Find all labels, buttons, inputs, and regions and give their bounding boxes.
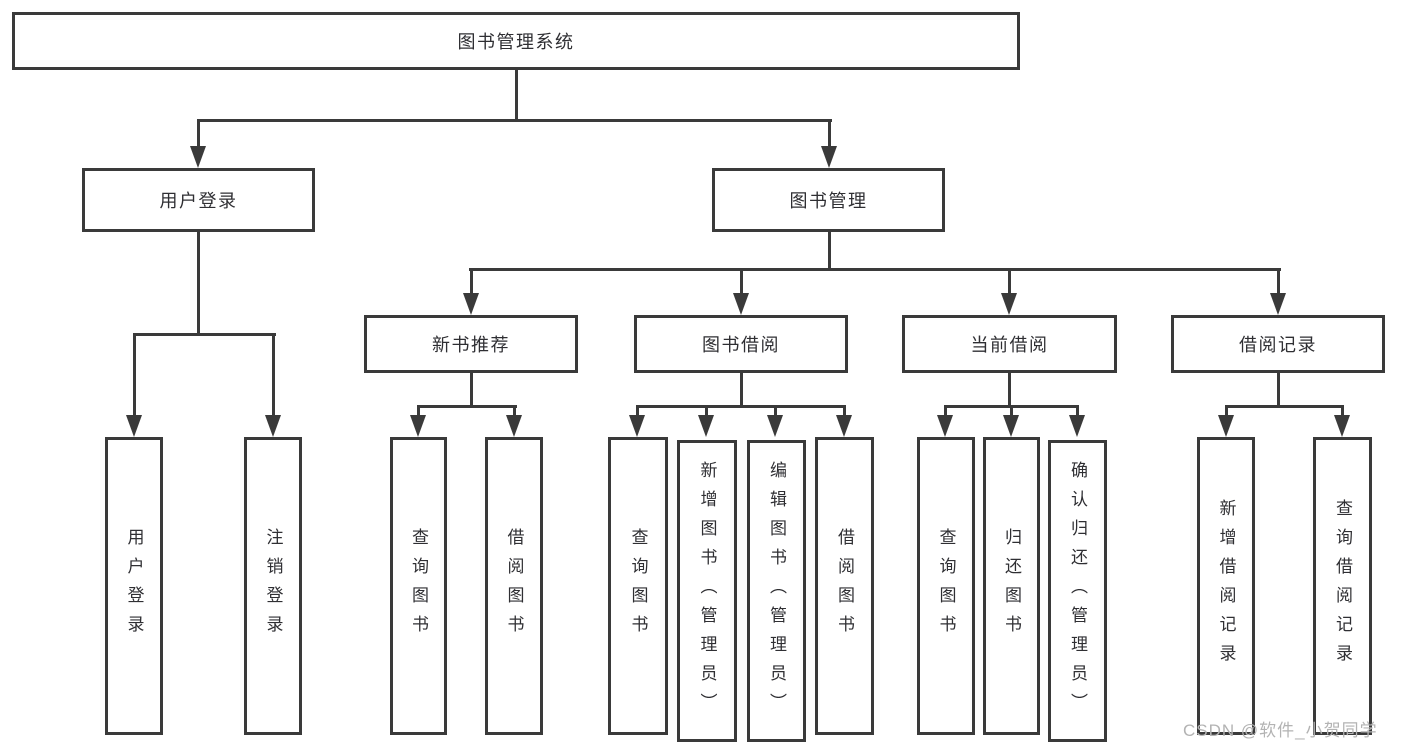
connector-borrow-drop — [740, 373, 743, 408]
leaf-rec-borrow-books-label: 借阅图书 — [504, 528, 524, 644]
connector-level1-branch — [197, 119, 832, 122]
connector-rec-branch — [417, 405, 517, 408]
arrowhead-down-icon — [767, 415, 783, 437]
connector-root-drop — [515, 70, 518, 121]
connector-drop-bor-add — [705, 405, 708, 419]
leaf-rc-query-record-label: 查询借阅记录 — [1333, 499, 1352, 673]
node-current-borrow-label: 当前借阅 — [970, 335, 1049, 355]
arrowhead-down-icon — [1001, 293, 1017, 315]
leaf-bor-borrow-books-label: 借阅图书 — [835, 528, 854, 644]
connector-drop-leaf-logout — [272, 333, 275, 419]
leaf-cur-return-books-label: 归还图书 — [1002, 528, 1021, 644]
node-root-label: 图书管理系统 — [457, 32, 575, 52]
connector-drop-bor-edit — [774, 405, 777, 419]
arrowhead-down-icon — [1069, 415, 1085, 437]
arrowhead-down-icon — [1270, 293, 1286, 315]
leaf-cur-query-books-label: 查询图书 — [936, 528, 956, 644]
leaf-logout-label: 注销登录 — [263, 528, 283, 644]
node-current-borrow: 当前借阅 — [902, 315, 1117, 373]
connector-login-drop — [197, 232, 200, 336]
connector-drop-current — [1008, 268, 1011, 296]
watermark: CSDN @软件_小贺同学 — [1183, 721, 1378, 740]
connector-drop-cur-confirm — [1076, 405, 1079, 419]
arrowhead-down-icon — [410, 415, 426, 437]
leaf-rec-query-books: 查询图书 — [390, 437, 447, 735]
connector-borrow-branch — [636, 405, 846, 408]
arrowhead-down-icon — [126, 415, 142, 437]
arrowhead-down-icon — [836, 415, 852, 437]
arrowhead-down-icon — [629, 415, 645, 437]
arrowhead-down-icon — [1334, 415, 1350, 437]
connector-current-drop — [1008, 373, 1011, 408]
arrowhead-down-icon — [733, 293, 749, 315]
connector-drop-cur-query — [944, 405, 947, 419]
connector-drop-rec-query — [417, 405, 420, 419]
arrowhead-down-icon — [190, 146, 206, 168]
leaf-cur-confirm-return-admin-label: 确认归还（管理员） — [1068, 460, 1087, 722]
node-root: 图书管理系统 — [12, 12, 1020, 70]
node-new-book-recommend: 新书推荐 — [364, 315, 578, 373]
arrowhead-down-icon — [1218, 415, 1234, 437]
connector-drop-leaf-user-login — [133, 333, 136, 419]
connector-drop-mgmt — [828, 119, 831, 150]
connector-records-drop — [1277, 373, 1280, 408]
connector-drop-bor-borrow — [843, 405, 846, 419]
leaf-bor-add-books-admin: 新增图书（管理员） — [677, 440, 737, 742]
node-user-login-branch-label: 用户登录 — [159, 191, 238, 211]
arrowhead-down-icon — [506, 415, 522, 437]
connector-rec-drop — [470, 373, 473, 408]
node-book-borrow: 图书借阅 — [634, 315, 848, 373]
arrowhead-down-icon — [265, 415, 281, 437]
leaf-rec-borrow-books: 借阅图书 — [485, 437, 543, 735]
connector-drop-bor-query — [636, 405, 639, 419]
node-book-management-label: 图书管理 — [789, 191, 868, 211]
leaf-cur-return-books: 归还图书 — [983, 437, 1040, 735]
node-book-management: 图书管理 — [712, 168, 945, 232]
node-new-book-recommend-label: 新书推荐 — [432, 335, 510, 355]
connector-drop-rc-query — [1341, 405, 1344, 419]
arrowhead-down-icon — [698, 415, 714, 437]
connector-drop-cur-return — [1010, 405, 1013, 419]
arrowhead-down-icon — [1003, 415, 1019, 437]
leaf-user-login: 用户登录 — [105, 437, 163, 735]
leaf-bor-edit-books-admin-label: 编辑图书（管理员） — [767, 460, 786, 722]
leaf-rec-query-books-label: 查询图书 — [409, 528, 428, 644]
node-user-login-branch: 用户登录 — [82, 168, 315, 232]
node-borrow-records-label: 借阅记录 — [1239, 335, 1317, 355]
leaf-rc-query-record: 查询借阅记录 — [1313, 437, 1372, 735]
leaf-bor-query-books-label: 查询图书 — [628, 528, 648, 644]
connector-login-branch — [133, 333, 276, 336]
leaf-user-login-label: 用户登录 — [124, 528, 144, 644]
leaf-cur-query-books: 查询图书 — [917, 437, 975, 735]
arrowhead-down-icon — [937, 415, 953, 437]
leaf-cur-confirm-return-admin: 确认归还（管理员） — [1048, 440, 1107, 742]
connector-records-branch — [1225, 405, 1344, 408]
leaf-rc-add-record-label: 新增借阅记录 — [1216, 499, 1236, 673]
connector-drop-borrow — [740, 268, 743, 296]
connector-drop-rec — [470, 268, 473, 296]
connector-level3-branch — [469, 268, 1281, 271]
connector-drop-rec-borrow — [513, 405, 516, 419]
leaf-rc-add-record: 新增借阅记录 — [1197, 437, 1255, 735]
connector-drop-login — [197, 119, 200, 150]
leaf-bor-add-books-admin-label: 新增图书（管理员） — [697, 460, 717, 722]
node-book-borrow-label: 图书借阅 — [702, 335, 780, 355]
node-borrow-records: 借阅记录 — [1171, 315, 1385, 373]
arrowhead-down-icon — [463, 293, 479, 315]
leaf-logout: 注销登录 — [244, 437, 302, 735]
arrowhead-down-icon — [821, 146, 837, 168]
connector-drop-rc-add — [1225, 405, 1228, 419]
connector-mgmt-drop — [828, 232, 831, 271]
connector-drop-records — [1277, 268, 1280, 296]
leaf-bor-query-books: 查询图书 — [608, 437, 668, 735]
leaf-bor-borrow-books: 借阅图书 — [815, 437, 874, 735]
leaf-bor-edit-books-admin: 编辑图书（管理员） — [747, 440, 806, 742]
